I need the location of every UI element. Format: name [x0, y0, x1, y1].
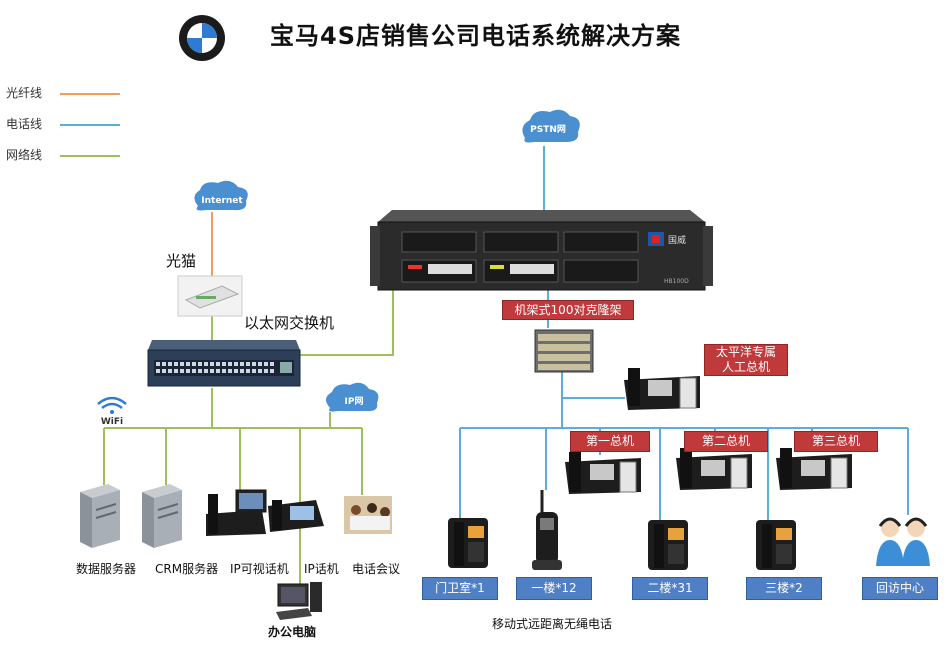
pstn-cloud: PSTN网: [522, 109, 580, 143]
office-pc-icon: [276, 582, 322, 620]
extension-guard: 门卫室*1: [422, 577, 498, 600]
console-1-label: 第一总机: [570, 431, 650, 452]
patch-panel: [534, 329, 594, 373]
lan-device-label: IP可视话机: [230, 562, 289, 576]
legend-fiber-label: 光纤线: [6, 86, 43, 100]
extension-floor1: 一楼*12: [516, 577, 592, 600]
pbx-brand: 国威: [668, 234, 686, 246]
optical-modem: [177, 275, 243, 317]
network-line: [300, 285, 394, 356]
ip-video-phone-icon: [206, 489, 267, 536]
callback-agents-icon: [876, 517, 930, 566]
conference-icon: [344, 496, 392, 534]
operator-phone-icon: [624, 368, 700, 410]
modem-label: 光猫: [166, 252, 197, 270]
floor3-phone-icon: [756, 520, 796, 570]
lan-device-label: IP话机: [304, 562, 339, 576]
ip-cloud-label: IP网: [345, 396, 364, 407]
wifi-icon: [97, 396, 127, 414]
wifi-label: WiFi: [101, 417, 123, 427]
ethernet-switch: [147, 340, 301, 387]
legend-network-label: 网络线: [6, 148, 43, 162]
operator-box-line2: 人工总机: [721, 360, 770, 374]
data-server-icon: [80, 484, 120, 548]
switch-label: 以太网交换机: [244, 314, 335, 332]
guard-phone-icon: [448, 518, 488, 568]
pbx-rack-unit: [370, 210, 713, 291]
ip-cloud: IP网: [325, 382, 379, 412]
internet-cloud-label: Internet: [201, 196, 243, 206]
bmw-logo: [179, 15, 225, 61]
diagram-title: 宝马4S店销售公司电话系统解决方案: [270, 22, 681, 50]
extension-floor2: 二楼*31: [632, 577, 708, 600]
operator-box: 太平洋专属 人工总机: [704, 344, 788, 376]
pbx-model: HB100D: [664, 278, 689, 285]
extension-floor3: 三楼*2: [746, 577, 822, 600]
lan-device-label: CRM服务器: [155, 562, 219, 576]
office-pc-label: 办公电脑: [268, 625, 317, 639]
legend-phone-label: 电话线: [6, 117, 43, 131]
cordless-phone-icon: [532, 490, 562, 570]
crm-server-icon: [142, 484, 182, 548]
console-phone-3-icon: [776, 448, 852, 490]
operator-box-line1: 太平洋专属: [715, 345, 776, 359]
ip-phone-icon: [268, 500, 324, 532]
floor2-phone-icon: [648, 520, 688, 570]
console-phone-1-icon: [565, 452, 641, 494]
pstn-cloud-label: PSTN网: [530, 124, 566, 135]
console-2-label: 第二总机: [684, 431, 768, 452]
console-3-label: 第三总机: [794, 431, 878, 452]
console-phone-2-icon: [676, 448, 752, 490]
cordless-caption: 移动式远距离无绳电话: [492, 617, 613, 631]
lan-device-label: 电话会议: [352, 562, 401, 576]
patch-panel-label: 机架式100对克隆架: [502, 300, 634, 320]
internet-cloud: Internet: [194, 180, 248, 211]
lan-device-label: 数据服务器: [76, 562, 137, 576]
extension-callback-center: 回访中心: [862, 577, 938, 600]
